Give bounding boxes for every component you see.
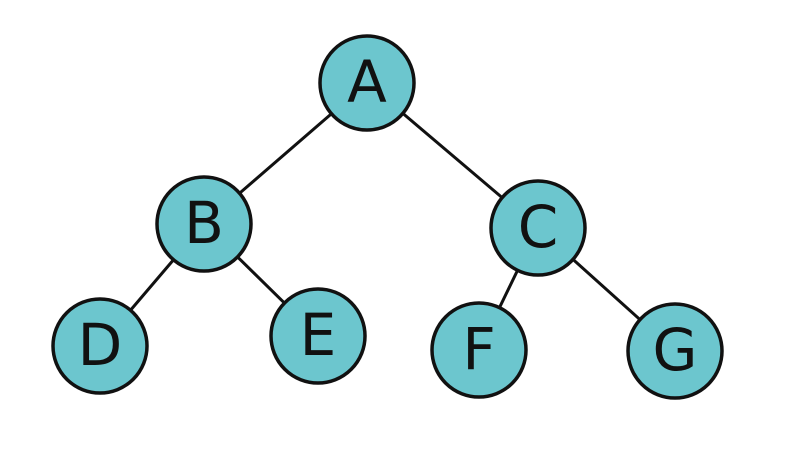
node-label: C	[518, 193, 559, 261]
node-circle	[155, 175, 253, 273]
tree-node-g: G	[626, 302, 724, 400]
tree-node-f: F	[430, 301, 528, 399]
node-circle	[269, 287, 367, 385]
node-label: G	[653, 316, 698, 384]
node-circle	[51, 297, 149, 395]
node-label: D	[78, 311, 123, 379]
edge-b-d	[129, 258, 175, 312]
tree-node-a: A	[318, 34, 416, 132]
edge-a-c	[401, 112, 504, 199]
node-circle	[430, 301, 528, 399]
edge-c-g	[571, 258, 642, 321]
edge-b-e	[236, 255, 286, 305]
tree-node-b: B	[155, 175, 253, 273]
nodes-layer: A B C D E F G	[51, 34, 724, 400]
node-circle	[489, 179, 587, 277]
tree-node-d: D	[51, 297, 149, 395]
node-label: E	[300, 301, 337, 369]
edges-layer	[129, 112, 642, 321]
node-label: B	[184, 189, 224, 257]
node-label: A	[347, 48, 387, 116]
tree-node-c: C	[489, 179, 587, 277]
node-circle	[626, 302, 724, 400]
edge-a-b	[238, 112, 333, 195]
tree-node-e: E	[269, 287, 367, 385]
node-circle	[318, 34, 416, 132]
node-label: F	[462, 315, 495, 383]
edge-c-f	[498, 269, 519, 309]
